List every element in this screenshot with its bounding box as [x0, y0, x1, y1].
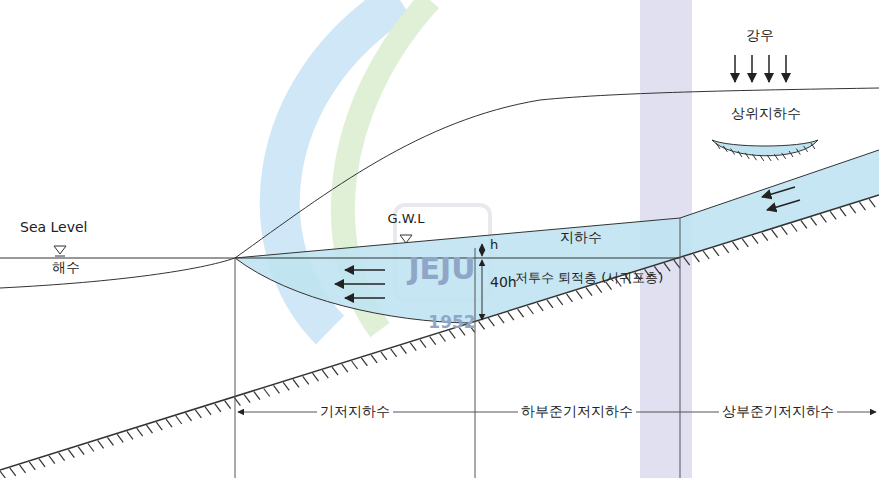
zone-dividers	[235, 218, 680, 478]
rain-arrows	[735, 55, 786, 82]
watermark: JEJU	[408, 252, 475, 285]
ground-surface	[235, 88, 879, 258]
watermark: 1952	[428, 313, 475, 332]
layer-label: 저투수 퇴적층 (서귀포층)	[515, 271, 663, 285]
sea-level-mark	[54, 246, 66, 254]
impermeable-layer	[0, 195, 879, 470]
sea-level-label: Sea Level	[20, 220, 87, 235]
gwl-label: G.W.L	[388, 212, 425, 226]
hatching	[716, 143, 815, 161]
dimension: 40h	[490, 275, 517, 290]
sea-level	[0, 258, 680, 259]
zone-label: 상부준기저지하수	[719, 404, 837, 419]
dimension: h	[490, 238, 498, 252]
rain-label: 강우	[746, 28, 774, 43]
sea-floor	[0, 258, 235, 288]
groundwater-body	[235, 150, 879, 323]
flow-arrows	[335, 187, 800, 298]
seawater-label: 해수	[52, 260, 80, 275]
groundwater-label: 지하수	[560, 230, 602, 245]
dim-40h	[482, 260, 483, 320]
hatching	[0, 199, 875, 478]
zone-label: 하부준기저지하수	[518, 404, 636, 419]
dim-h	[482, 244, 483, 256]
aquifer-top	[680, 150, 879, 218]
perched-water-label: 상위지하수	[731, 106, 801, 121]
gwl-mark	[400, 235, 412, 243]
sea-level-tick	[55, 256, 65, 257]
perched-water	[712, 140, 818, 156]
zone-label: 기저지하수	[317, 404, 393, 419]
